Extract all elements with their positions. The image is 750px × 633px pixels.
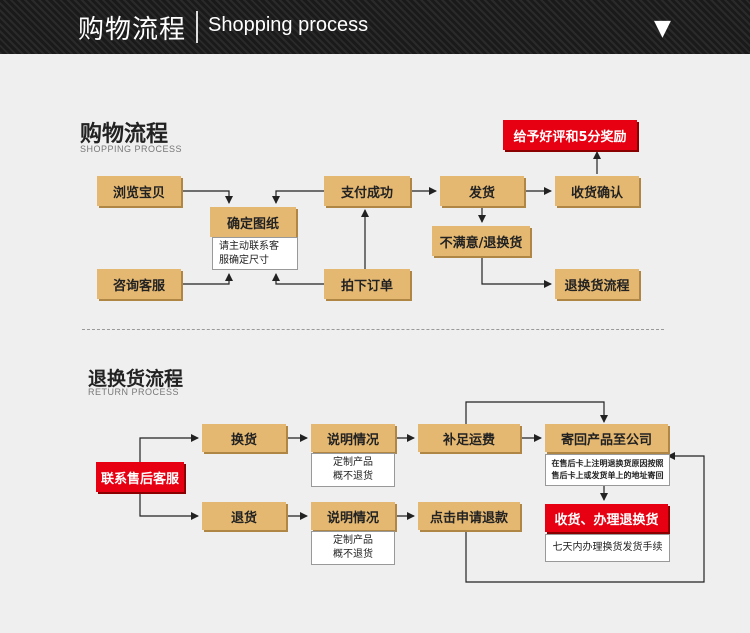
custom-note-exchange: 定制产品 概不退货 [311, 453, 395, 487]
arrow-shipping-loop-to-sendback [465, 401, 608, 424]
arrow-browse-to-confirm [181, 190, 233, 204]
step-receive-refund: 收货、办理退换货 [545, 504, 668, 532]
step-send-back: 寄回产品至公司 [545, 424, 668, 452]
arrow-contact-to-refund [139, 492, 199, 520]
arrow-unsatisfied-to-returnflow [481, 256, 552, 288]
returns-section-title: 退换货流程 [88, 368, 184, 390]
step-pay-success: 支付成功 [324, 176, 410, 206]
step-explain-exchange: 说明情况 [311, 424, 395, 452]
custom-note-refund: 定制产品 概不退货 [311, 531, 395, 565]
confirm-drawing-note: 请主动联系客 服确定尺寸 [212, 237, 298, 270]
header-subtitle: Shopping process [208, 14, 369, 36]
step-refund: 退货 [202, 502, 286, 530]
step-unsatisfied: 不满意/退换货 [432, 226, 530, 256]
confirm-note-line1: 请主动联系客 [219, 240, 279, 252]
step-browse: 浏览宝贝 [97, 176, 181, 206]
step-exchange: 换货 [202, 424, 286, 452]
arrow-pay-to-confirm [272, 190, 324, 204]
step-apply-refund: 点击申请退款 [418, 502, 520, 530]
step-ship: 发货 [440, 176, 524, 206]
receive-refund-note: 七天内办理换货发货手续 [545, 534, 670, 562]
confirm-note-line2: 服确定尺寸 [219, 254, 269, 266]
header-separator [196, 11, 198, 43]
shopping-section-title: 购物流程 [80, 122, 169, 147]
step-pay-shipping: 补足运费 [418, 424, 520, 452]
arrow-consult-to-confirm [181, 273, 233, 285]
header-bar: 购物流程 Shopping process ▼ [0, 0, 750, 54]
header-title: 购物流程 [78, 15, 187, 45]
step-confirm-drawing: 确定图纸 [210, 207, 296, 237]
arrow-order-to-confirm [272, 273, 324, 285]
custom-note2-line2: 概不退货 [333, 549, 373, 560]
step-explain-refund: 说明情况 [311, 502, 395, 530]
send-back-note-line1: 在售后卡上注明退换货原因按照 [551, 459, 664, 468]
custom-note1-line1: 定制产品 [333, 457, 373, 468]
dropdown-triangle-icon[interactable]: ▼ [654, 16, 671, 41]
send-back-note: 在售后卡上注明退换货原因按照 售后卡上或发货单上的地址寄回 [545, 454, 670, 486]
custom-note1-line2: 概不退货 [333, 471, 373, 482]
send-back-note-line2: 售后卡上或发货单上的地址寄回 [551, 471, 664, 480]
shopping-section-subtitle: SHOPPING PROCESS [80, 144, 183, 154]
section-divider [82, 329, 664, 330]
custom-note2-line1: 定制产品 [333, 535, 373, 546]
step-receive-confirm: 收货确认 [555, 176, 639, 206]
step-place-order: 拍下订单 [324, 269, 410, 299]
arrow-applyrefund-loop-to-sendback [465, 452, 705, 583]
step-consult: 咨询客服 [97, 269, 181, 299]
step-contact-aftersales: 联系售后客服 [96, 462, 184, 492]
step-return-flow: 退换货流程 [555, 269, 639, 299]
step-good-review: 给予好评和5分奖励 [503, 120, 637, 150]
arrow-contact-to-exchange [139, 434, 199, 462]
returns-section-subtitle: RETURN PROCESS [88, 387, 180, 397]
